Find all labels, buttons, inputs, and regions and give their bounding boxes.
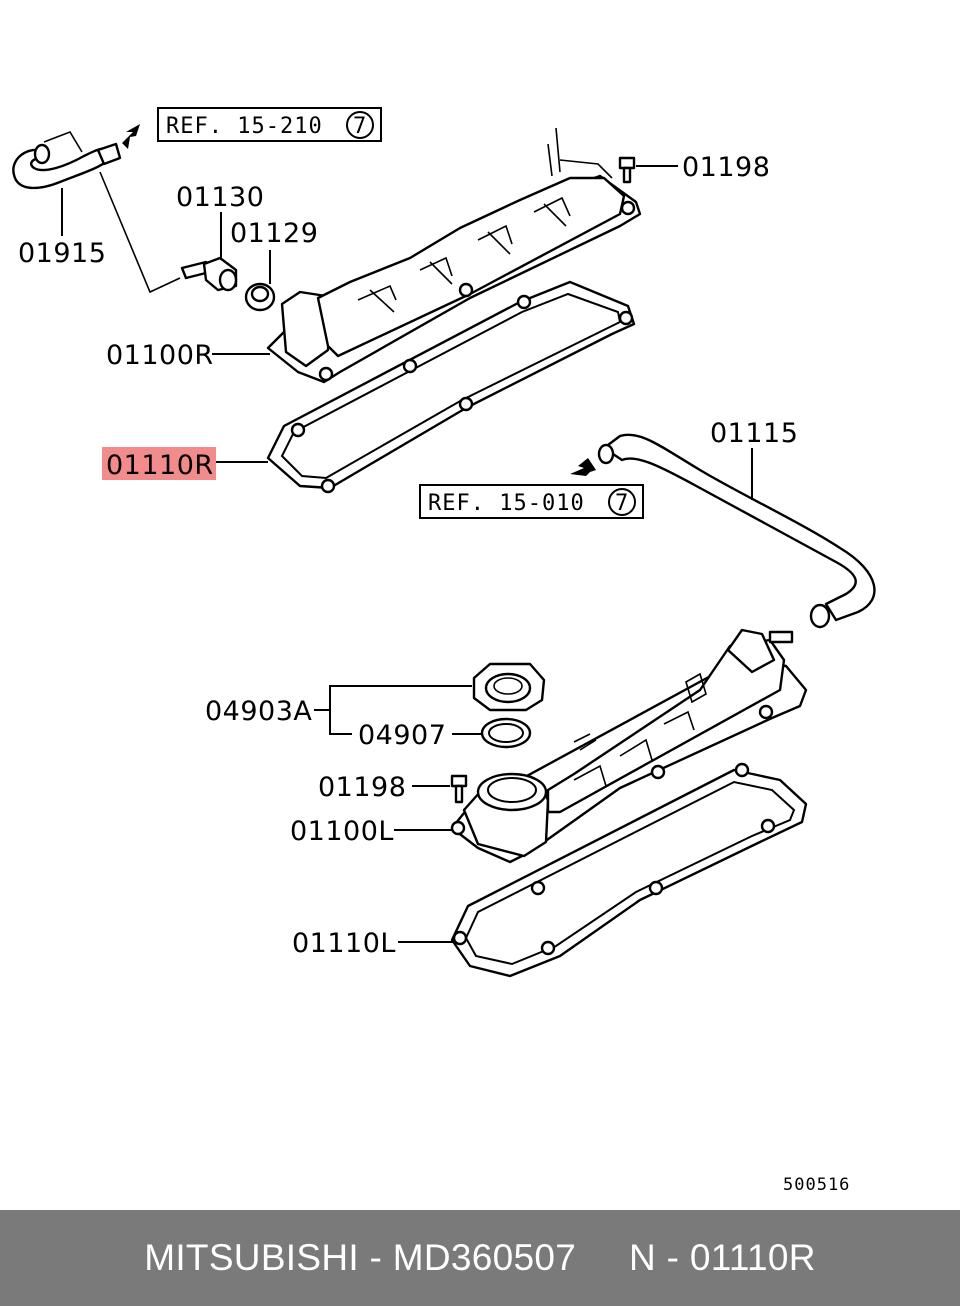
label-01198-top[interactable]: 01198 [682,152,770,183]
label-01115[interactable]: 01115 [710,418,798,449]
breather-hose-01915[interactable] [12,131,122,190]
footer-bar: MITSUBISHI - MD360507 N - 01110R [0,1210,960,1306]
ref-mid-number: 7 [615,491,629,516]
bolt-01198-bottom[interactable] [450,774,468,804]
pcv-valve-01130[interactable] [180,256,238,292]
label-01110R[interactable]: 01110R [106,450,214,481]
label-01100L[interactable]: 01100L [290,816,394,847]
ref-top-text: REF. 15-210 [166,114,323,139]
valve-cover-01100R[interactable] [266,127,642,384]
parts-diagram: REF. 15-210 7 01915 01130 01129 01198 [12,107,876,1195]
label-01110L[interactable]: 01110L [292,928,396,959]
gasket-01110R[interactable] [266,280,636,494]
ref-box-top[interactable]: REF. 15-210 7 [157,107,382,142]
ref-mid-text: REF. 15-010 [428,491,585,516]
drawing-code: 500516 [783,1175,850,1195]
arrow-icon-mid [570,458,596,476]
ref-top-number: 7 [353,114,367,139]
bolt-01198-top[interactable] [618,156,636,184]
highlight-01110R [102,447,216,480]
label-01130[interactable]: 01130 [176,182,264,213]
label-04903A[interactable]: 04903A [205,696,312,727]
oil-cap-04903A[interactable] [472,662,546,712]
arrow-icon-top [122,124,140,149]
footer-part-info: MITSUBISHI - MD360507 N - 01110R [144,1237,816,1278]
label-01129[interactable]: 01129 [230,218,318,249]
label-01100R[interactable]: 01100R [106,340,214,371]
o-ring-04907[interactable] [480,717,532,749]
gasket-01110L[interactable] [450,762,808,978]
label-04907[interactable]: 04907 [358,720,446,751]
hose-01115[interactable] [597,433,876,629]
label-01915[interactable]: 01915 [18,238,106,269]
valve-cover-01100L[interactable] [450,628,808,864]
grommet-01129[interactable] [244,282,276,312]
ref-box-mid[interactable]: REF. 15-010 7 [419,484,644,519]
label-01198-bottom[interactable]: 01198 [318,772,406,803]
